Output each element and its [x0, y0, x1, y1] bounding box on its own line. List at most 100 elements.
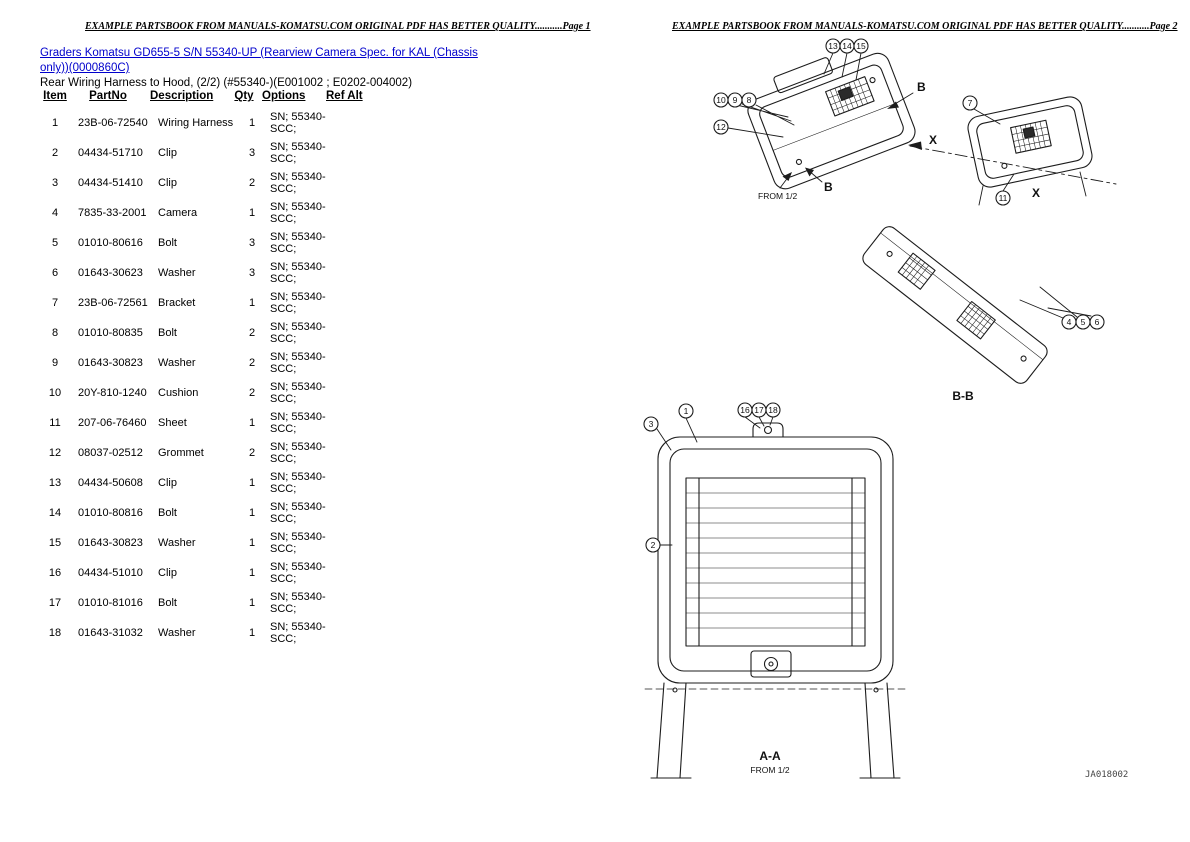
- table-row: 2 04434-51710 Clip 3 SN; 55340-SCC;: [40, 138, 370, 168]
- part-description: Bracket: [158, 297, 196, 309]
- part-qty: 1: [248, 477, 256, 489]
- model-title-line1[interactable]: Graders Komatsu GD655-5 S/N 55340-UP (Re…: [40, 47, 478, 59]
- part-number: 01643-30623: [78, 267, 143, 279]
- from-ref-top-arrow: [782, 172, 792, 181]
- option-sn: SN; 55340-: [270, 621, 326, 633]
- part-options: SN; 55340-SCC;: [264, 561, 332, 585]
- part-options: SN; 55340-SCC;: [264, 501, 332, 525]
- leader-lines-hood-top: [727, 52, 862, 138]
- option-sn: SN; 55340-: [270, 321, 326, 333]
- part-qty: 1: [248, 567, 256, 579]
- svg-text:16: 16: [740, 405, 750, 415]
- part-qty: 2: [248, 387, 256, 399]
- table-row: 5 01010-80616 Bolt 3 SN; 55340-SCC;: [40, 228, 370, 258]
- table-row: 3 04434-51410 Clip 2 SN; 55340-SCC;: [40, 168, 370, 198]
- option-sn: SN; 55340-: [270, 291, 326, 303]
- callout-18: 18: [765, 402, 781, 418]
- callout-1: 1: [678, 403, 694, 419]
- part-options: SN; 55340-SCC;: [264, 231, 332, 255]
- part-description: Washer: [158, 537, 196, 549]
- callout-7: 7: [962, 95, 978, 111]
- part-qty: 2: [248, 447, 256, 459]
- part-options: SN; 55340-SCC;: [264, 321, 332, 345]
- part-options: SN; 55340-SCC;: [264, 471, 332, 495]
- section-subtitle: Rear Wiring Harness to Hood, (2/2) (#553…: [40, 77, 413, 89]
- callout-6: 6: [1089, 314, 1105, 330]
- table-row: 8 01010-80835 Bolt 2 SN; 55340-SCC;: [40, 318, 370, 348]
- item-number: 8: [51, 327, 59, 339]
- part-description: Bolt: [158, 237, 177, 249]
- section-label-b-bottom: B: [824, 180, 833, 194]
- part-description: Sheet: [158, 417, 187, 429]
- item-number: 5: [51, 237, 59, 249]
- part-options: SN; 55340-SCC;: [264, 261, 332, 285]
- svg-text:1: 1: [684, 406, 689, 416]
- table-row: 18 01643-31032 Washer 1 SN; 55340-SCC;: [40, 618, 370, 648]
- model-title-link[interactable]: Graders Komatsu GD655-5 S/N 55340-UP (Re…: [40, 46, 510, 76]
- table-row: 1 23B-06-72540 Wiring Harness 1 SN; 5534…: [40, 108, 370, 138]
- item-number: 16: [48, 567, 62, 579]
- part-number: 08037-02512: [78, 447, 143, 459]
- option-scc: SCC;: [270, 123, 297, 135]
- option-scc: SCC;: [270, 273, 297, 285]
- callout-8: 8: [741, 92, 757, 108]
- header-item: Item: [43, 90, 67, 102]
- svg-text:3: 3: [649, 419, 654, 429]
- item-number: 17: [48, 597, 62, 609]
- part-qty: 1: [248, 417, 256, 429]
- part-qty: 2: [248, 357, 256, 369]
- table-row: 12 08037-02512 Grommet 2 SN; 55340-SCC;: [40, 438, 370, 468]
- callout-9: 9: [727, 92, 743, 108]
- table-row: 7 23B-06-72561 Bracket 1 SN; 55340-SCC;: [40, 288, 370, 318]
- option-sn: SN; 55340-: [270, 561, 326, 573]
- callout-4: 4: [1061, 314, 1077, 330]
- part-qty: 3: [248, 147, 256, 159]
- item-number: 9: [51, 357, 59, 369]
- option-scc: SCC;: [270, 423, 297, 435]
- part-qty: 1: [248, 507, 256, 519]
- from-ref-bottom-label: FROM 1/2: [750, 765, 789, 775]
- part-qty: 1: [248, 297, 256, 309]
- section-b-arrow-top: [887, 101, 899, 109]
- callout-15: 15: [853, 38, 869, 54]
- option-scc: SCC;: [270, 543, 297, 555]
- part-qty: 3: [248, 267, 256, 279]
- option-sn: SN; 55340-: [270, 351, 326, 363]
- part-description: Washer: [158, 267, 196, 279]
- part-options: SN; 55340-SCC;: [264, 201, 332, 225]
- option-scc: SCC;: [270, 213, 297, 225]
- from-ref-top-label: FROM 1/2: [758, 191, 797, 201]
- option-sn: SN; 55340-: [270, 111, 326, 123]
- diagram-section-bb: B-B: [862, 226, 1092, 403]
- part-number: 01643-30823: [78, 537, 143, 549]
- svg-text:11: 11: [999, 193, 1008, 203]
- item-number: 12: [48, 447, 62, 459]
- svg-text:2: 2: [651, 540, 656, 550]
- svg-text:6: 6: [1095, 317, 1100, 327]
- option-sn: SN; 55340-: [270, 261, 326, 273]
- header-description: Description: [150, 90, 214, 102]
- part-qty: 1: [248, 627, 256, 639]
- svg-text:10: 10: [716, 95, 726, 105]
- part-number: 04434-50608: [78, 477, 143, 489]
- item-number: 10: [48, 387, 62, 399]
- header-ref-alt: Ref Alt: [326, 90, 363, 102]
- option-scc: SCC;: [270, 393, 297, 405]
- model-title-line2[interactable]: only))(0000860C): [40, 62, 130, 74]
- part-qty: 2: [248, 327, 256, 339]
- part-qty: 2: [248, 177, 256, 189]
- parts-table-header: Item PartNo Description Qty Options Ref …: [40, 90, 370, 106]
- option-sn: SN; 55340-: [270, 591, 326, 603]
- callout-14: 14: [839, 38, 855, 54]
- callout-17: 17: [751, 402, 767, 418]
- section-label-bb: B-B: [952, 389, 974, 403]
- option-sn: SN; 55340-: [270, 381, 326, 393]
- section-b-markers: B B: [805, 80, 926, 194]
- section-label-aa: A-A: [759, 749, 781, 763]
- part-options: SN; 55340-SCC;: [264, 621, 332, 645]
- running-header-page1: EXAMPLE PARTSBOOK FROM MANUALS-KOMATSU.C…: [85, 21, 591, 32]
- part-options: SN; 55340-SCC;: [264, 171, 332, 195]
- item-number: 1: [51, 117, 59, 129]
- drawing-code: JA018002: [1085, 770, 1128, 780]
- part-description: Washer: [158, 357, 196, 369]
